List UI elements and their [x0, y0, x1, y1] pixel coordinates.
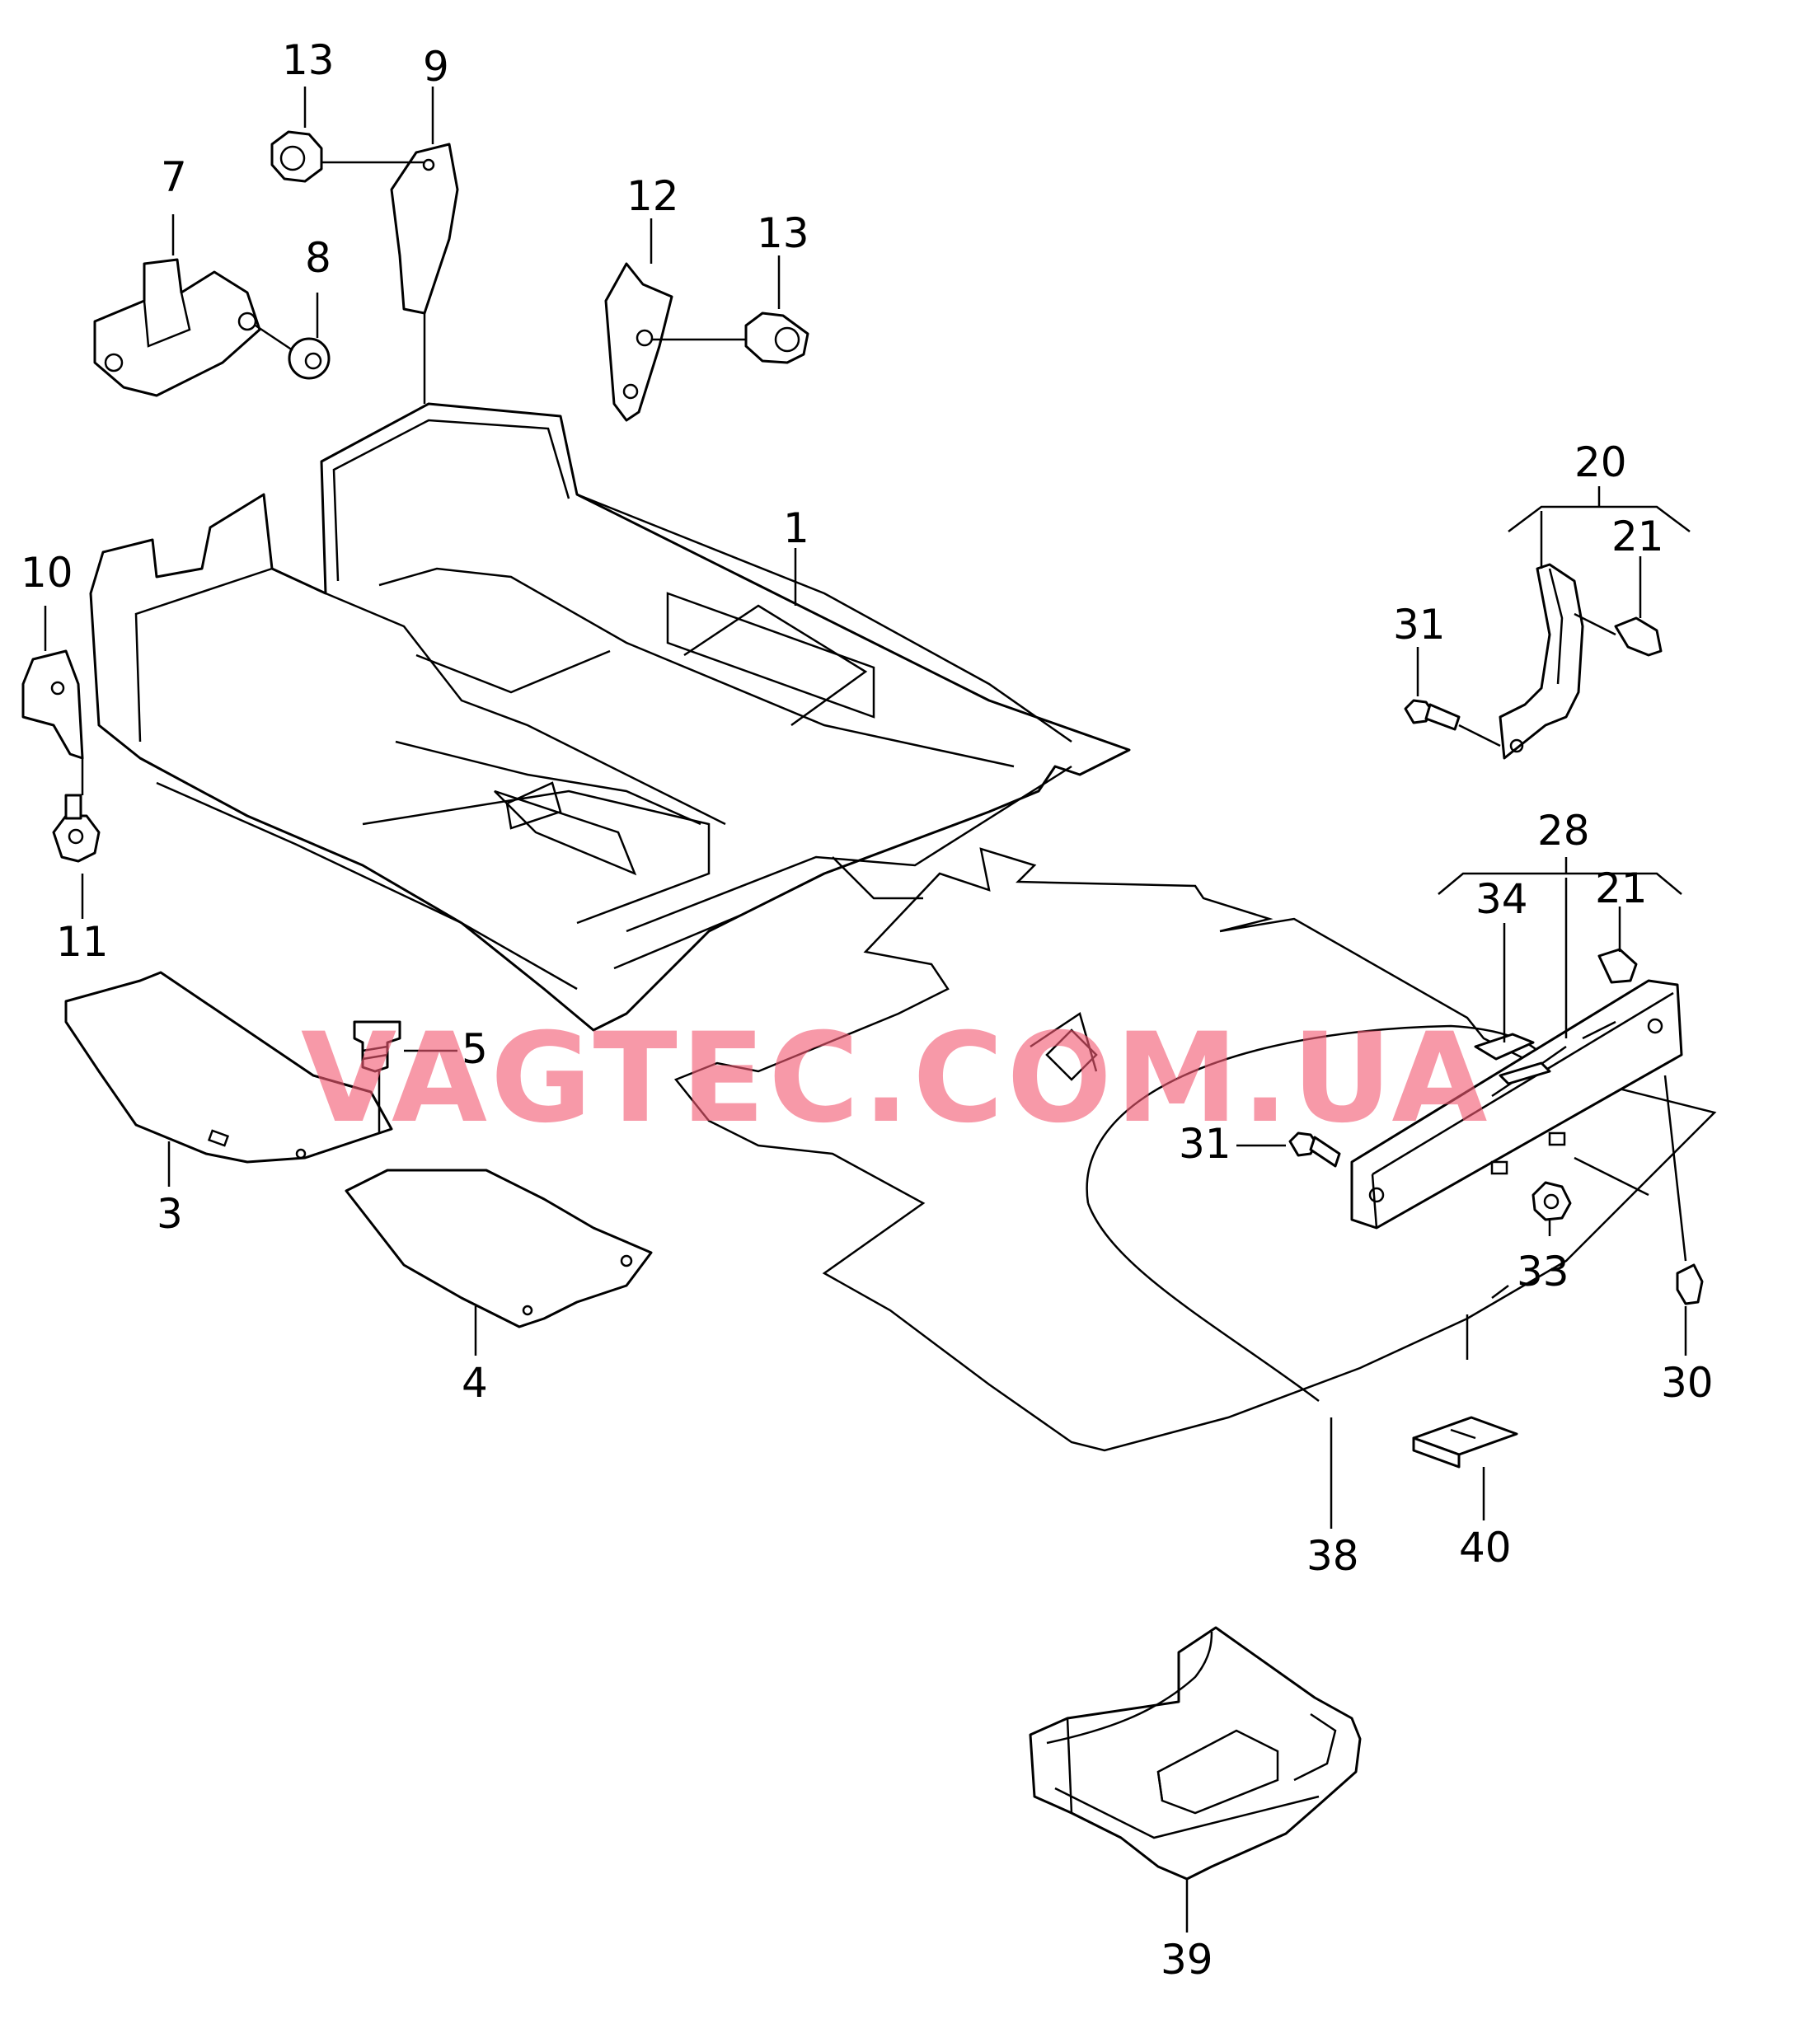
callout-13-right: 13 [757, 209, 809, 257]
leader-lines [44, 87, 1691, 1933]
clip-part-21-lower[interactable] [1597, 948, 1638, 984]
pad-part-34[interactable] [1474, 1033, 1551, 1085]
callout-1: 1 [783, 504, 809, 552]
bracket-part-12[interactable] [604, 262, 673, 422]
callout-21-upper: 21 [1611, 513, 1664, 560]
callout-9: 9 [423, 43, 449, 91]
callout-4: 4 [462, 1359, 488, 1407]
nut-part-13-right[interactable] [651, 312, 809, 364]
callout-20: 20 [1574, 438, 1627, 486]
callout-12: 12 [626, 172, 679, 220]
callout-33: 33 [1517, 1248, 1569, 1295]
screw-part-8[interactable] [255, 324, 331, 380]
callout-21-lower: 21 [1595, 864, 1648, 912]
pad-part-40[interactable] [1412, 1416, 1518, 1469]
nut-part-13-top[interactable] [270, 130, 425, 183]
callout-labels: 13 9 7 8 12 13 1 10 11 3 4 5 20 21 31 28… [21, 36, 1714, 1984]
callout-3: 3 [157, 1190, 183, 1238]
callout-30: 30 [1661, 1359, 1714, 1407]
bracket-part-7[interactable] [93, 258, 261, 397]
sill-trim-part-28[interactable] [1350, 979, 1683, 1230]
callout-8: 8 [305, 234, 331, 282]
callout-13-top: 13 [282, 36, 335, 84]
floor-mat-part-3[interactable] [64, 971, 393, 1164]
storage-tray-part-39[interactable] [1029, 1626, 1362, 1881]
callout-31-lower: 31 [1179, 1120, 1231, 1168]
callout-39: 39 [1161, 1936, 1213, 1984]
side-trim-part-20[interactable] [1499, 563, 1584, 760]
callout-31-upper: 31 [1393, 601, 1446, 649]
callout-7: 7 [161, 153, 187, 201]
callout-38: 38 [1306, 1532, 1359, 1580]
callout-34: 34 [1475, 875, 1528, 923]
screw-part-11[interactable] [52, 794, 101, 863]
callout-10: 10 [21, 549, 73, 597]
bracket-part-10[interactable] [21, 649, 84, 760]
callout-5: 5 [462, 1025, 488, 1073]
nut-part-33[interactable] [1532, 1181, 1572, 1221]
watermark-text: VAGTEC.COM.UA [301, 1007, 1490, 1150]
callout-28: 28 [1537, 807, 1590, 855]
bracket-part-9[interactable] [390, 143, 459, 315]
clip-part-30[interactable] [1676, 1263, 1704, 1305]
callout-11: 11 [56, 918, 109, 966]
floor-mat-part-4[interactable] [345, 1169, 653, 1328]
screw-part-31-upper[interactable] [1404, 699, 1501, 747]
rear-floor-covering-part-38[interactable] [673, 847, 1717, 1452]
floor-carpet-part-1[interactable] [89, 402, 1131, 1032]
clip-part-5[interactable] [353, 1020, 401, 1073]
callout-40: 40 [1459, 1524, 1512, 1572]
clip-part-21-upper[interactable] [1574, 612, 1663, 657]
screw-part-31-lower[interactable] [1288, 1131, 1341, 1168]
